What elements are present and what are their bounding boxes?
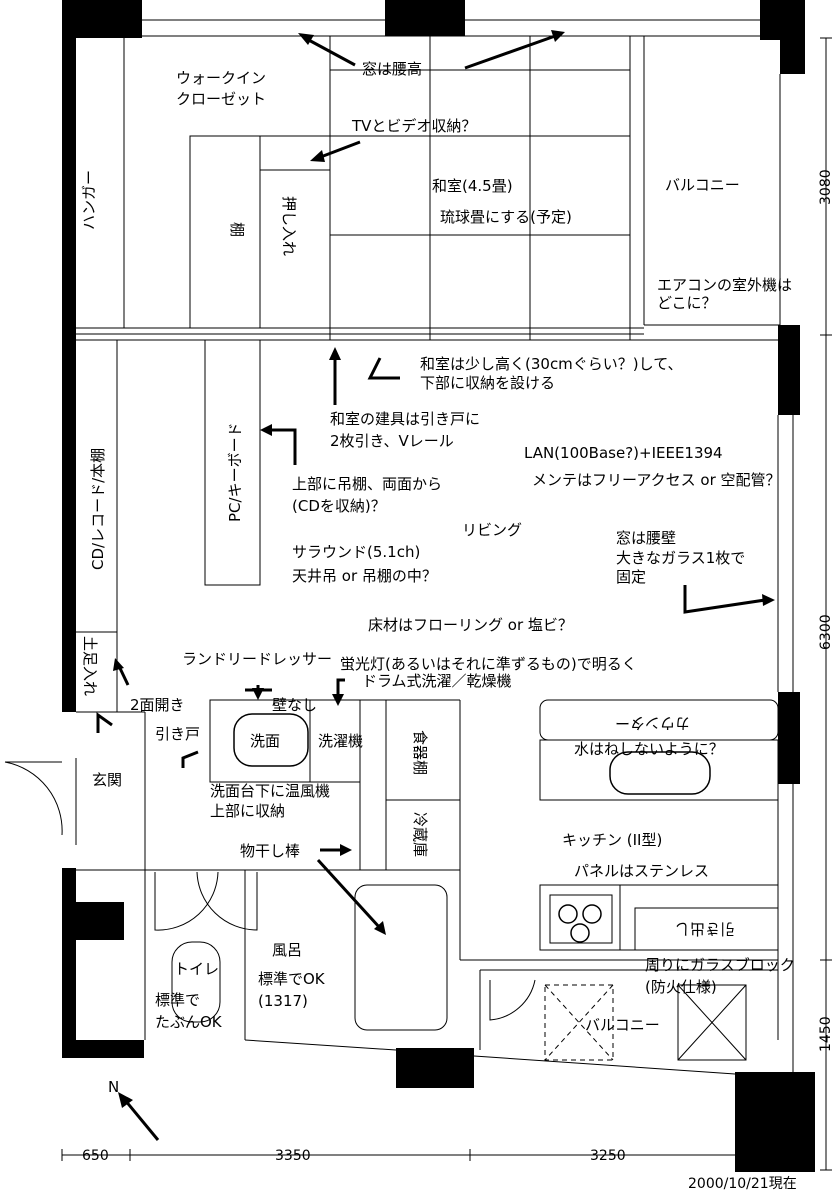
- furo-label: 風呂: [272, 941, 302, 959]
- washitsu-label: 和室(4.5畳): [432, 177, 513, 195]
- plan-lines: [4, 19, 794, 1075]
- note-window-koshikabe-2: 大きなガラス1枚で: [616, 549, 745, 567]
- hanger-label: ハンガー: [80, 170, 98, 230]
- annotation-arrows: [96, 30, 775, 1141]
- cabinet-upside-label: 引き出し: [675, 920, 735, 938]
- note-surround-1: サラウンド(5.1ch): [292, 543, 420, 561]
- note-tsuritana-2: (CDを収納)？: [292, 497, 386, 515]
- note-lan: LAN(100Base?)+IEEE1394: [524, 444, 723, 462]
- walkin-closet-label-2: クローゼット: [176, 90, 266, 108]
- balcony-bottom-label: バルコニー: [585, 1016, 660, 1034]
- note-onpuki-1: 洗面台下に温風機: [210, 782, 330, 800]
- genkan-label: 玄関: [92, 771, 122, 789]
- note-nimen: 2面開き: [130, 696, 185, 714]
- note-std-toilet-1: 標準で: [155, 991, 200, 1009]
- note-stainless: パネルはステンレス: [574, 862, 709, 880]
- note-glass-block-1: 周りにガラスブロック: [645, 956, 795, 974]
- pc-keyboard-label: PC/キーボード: [226, 422, 244, 522]
- dimension-1450: 1450: [818, 1016, 834, 1052]
- walkin-closet-label-1: ウォークイン: [176, 69, 266, 87]
- cd-shelf-label: CD/レコード/本棚: [89, 448, 107, 570]
- note-tategu-1: 和室の建具は引き戸に: [330, 410, 480, 428]
- dimension-3350: 3350: [275, 1148, 311, 1164]
- dimension-6300: 6300: [818, 614, 834, 650]
- counter-upside-label: カウンター: [615, 714, 690, 732]
- note-kabe-nashi: 壁なし: [272, 696, 317, 714]
- date-label: 2000/10/21現在: [688, 1176, 797, 1192]
- note-tv-video: TVとビデオ収納？: [351, 117, 476, 135]
- dimension-lines: [61, 37, 832, 1171]
- note-mente: メンテはフリーアクセス or 空配管？: [532, 471, 781, 489]
- note-glass-block-2: (防火仕様): [645, 978, 717, 996]
- getabako-label: 土足入れ: [81, 636, 99, 696]
- outer-walls: [62, 0, 815, 1172]
- kitchen-label: キッチン (II型): [562, 831, 662, 849]
- balcony-top-label: バルコニー: [665, 176, 740, 194]
- note-window-koshidaka: 窓は腰高: [362, 60, 422, 78]
- note-surround-2: 天井吊 or 吊棚の中？: [292, 567, 437, 585]
- note-mizu-hane: 水はねしないように？: [574, 740, 724, 758]
- north-label: N: [108, 1078, 119, 1096]
- note-hikido: 引き戸: [155, 725, 200, 743]
- note-tategu-2: 2枚引き、Vレール: [330, 432, 454, 450]
- reizouko-label: 冷蔵庫: [411, 812, 429, 857]
- note-tsuritana-1: 上部に吊棚、両面から: [292, 475, 442, 493]
- oshiire-label: 押し入れ: [280, 196, 298, 256]
- toilet-label: トイレ: [174, 960, 219, 978]
- note-std-furo-2: (1317): [258, 992, 308, 1010]
- note-keikoutou: 蛍光灯(あるいはそれに準ずるもの)で明るく: [340, 655, 637, 673]
- sentakuki-label: 洗濯機: [318, 732, 363, 750]
- note-drum: ドラム式洗濯／乾燥機: [362, 672, 512, 690]
- note-washitsu-high-2: 下部に収納を設ける: [420, 374, 555, 392]
- note-monohoshi: 物干し棒: [240, 842, 300, 860]
- senmen-label: 洗面: [250, 732, 280, 750]
- note-aircon-1: エアコンの室外機は: [657, 276, 792, 294]
- note-aircon-2: どこに？: [657, 294, 717, 312]
- note-laundry-dresser: ランドリードレッサー: [182, 650, 332, 668]
- note-std-toilet-2: たぶんOK: [155, 1013, 223, 1031]
- dimension-650: 650: [82, 1148, 109, 1164]
- note-window-koshikabe-3: 固定: [616, 568, 646, 586]
- note-std-furo-1: 標準でOK: [258, 970, 326, 988]
- dimension-3250: 3250: [590, 1148, 626, 1164]
- shokkidana-label: 食器棚: [411, 730, 429, 775]
- note-ryukyu: 琉球畳にする(予定): [440, 208, 572, 226]
- note-onpuki-2: 上部に収納: [210, 802, 285, 820]
- note-flooring: 床材はフローリング or 塩ビ？: [368, 616, 573, 634]
- note-washitsu-high-1: 和室は少し高く(30cmぐらい？)して、: [420, 355, 682, 373]
- living-label: リビング: [462, 521, 522, 539]
- dimension-3080: 3080: [818, 169, 834, 205]
- shelf-label: 棚: [228, 222, 246, 237]
- note-window-koshikabe-1: 窓は腰壁: [616, 529, 676, 547]
